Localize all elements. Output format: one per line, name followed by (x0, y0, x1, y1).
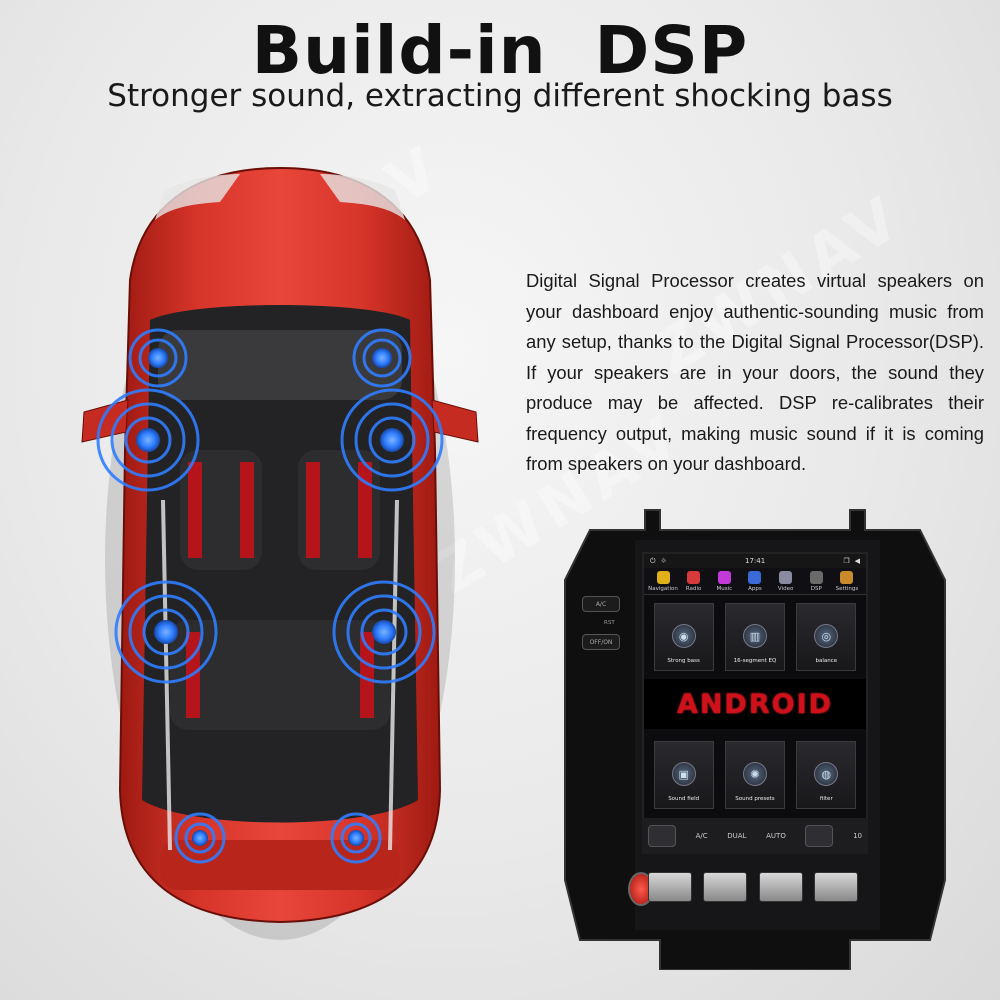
toggle-switches (648, 872, 858, 908)
brightness-icon[interactable]: ☼ (660, 556, 667, 565)
toggle-switch[interactable] (648, 872, 692, 902)
car-top-view-illustration (70, 150, 490, 940)
tile-eq[interactable]: ▥16-segment EQ (724, 603, 785, 671)
settings-icon (840, 571, 854, 584)
head-unit-screen: ⏻ ☼ 17:41 ❐ ◀ Navigation Radio Music App… (642, 552, 868, 852)
app-navigation[interactable]: Navigation (648, 571, 678, 592)
dsp-description: Digital Signal Processor creates virtual… (526, 270, 984, 474)
equalizer-icon: ▥ (742, 624, 767, 648)
app-bar: Navigation Radio Music Apps Video DSP Se… (644, 568, 866, 595)
music-icon (717, 571, 731, 584)
dual-label[interactable]: DUAL (727, 832, 747, 840)
windows-icon[interactable]: ❐ (843, 557, 850, 565)
toggle-switch[interactable] (813, 872, 858, 902)
app-radio[interactable]: Radio (679, 571, 709, 592)
climate-bar: A/C DUAL AUTO 10 (642, 818, 868, 854)
app-dsp[interactable]: DSP (801, 571, 831, 592)
rst-label[interactable]: RST (604, 620, 615, 626)
temp-right-slider[interactable] (805, 825, 834, 847)
head-unit: A/C RST OFF/ON ⏻ ☼ 17:41 ❐ ◀ Navigation … (550, 500, 960, 970)
volume-level[interactable]: 10 (853, 832, 862, 840)
video-icon (779, 571, 793, 584)
app-settings[interactable]: Settings (832, 571, 862, 592)
dsp-icon (809, 571, 823, 584)
balance-icon: ◎ (814, 624, 839, 648)
dsp-tiles-bottom: ▣Sound field ✺Sound presets ◍filter (644, 733, 866, 813)
app-apps[interactable]: Apps (740, 571, 770, 592)
status-bar: ⏻ ☼ 17:41 ❐ ◀ (644, 554, 866, 568)
ac-button[interactable]: A/C (582, 596, 620, 612)
tile-strong-bass[interactable]: ◉Strong bass (653, 603, 714, 671)
ac-label[interactable]: A/C (695, 832, 708, 840)
power-icon[interactable]: ⏻ (650, 556, 656, 565)
sound-field-icon: ▣ (671, 762, 696, 786)
apps-icon (748, 571, 762, 584)
page-subtitle: Stronger sound, extracting different sho… (107, 78, 893, 114)
page-title: Build-in DSP (251, 12, 749, 89)
presets-icon: ✺ (742, 762, 767, 786)
status-time: 17:41 (744, 557, 766, 565)
tile-filter[interactable]: ◍filter (796, 741, 857, 809)
back-icon[interactable]: ◀ (854, 557, 860, 565)
toggle-switch[interactable] (758, 872, 803, 902)
auto-label[interactable]: AUTO (766, 832, 786, 840)
temp-left-slider[interactable] (648, 825, 676, 847)
tile-sound-field[interactable]: ▣Sound field (653, 741, 714, 809)
speaker-icon: ◉ (671, 624, 696, 648)
tile-balance[interactable]: ◎balance (796, 603, 857, 671)
filter-icon: ◍ (814, 762, 839, 786)
radio-icon (687, 571, 701, 584)
power-button[interactable]: OFF/ON (582, 634, 620, 650)
dsp-tiles-top: ◉Strong bass ▥16-segment EQ ◎balance (644, 595, 866, 675)
app-video[interactable]: Video (771, 571, 801, 592)
navigation-icon (656, 571, 670, 584)
app-music[interactable]: Music (709, 571, 739, 592)
toggle-switch[interactable] (703, 872, 748, 902)
tile-sound-presets[interactable]: ✺Sound presets (724, 741, 785, 809)
android-logo: ANDROID (644, 679, 866, 729)
